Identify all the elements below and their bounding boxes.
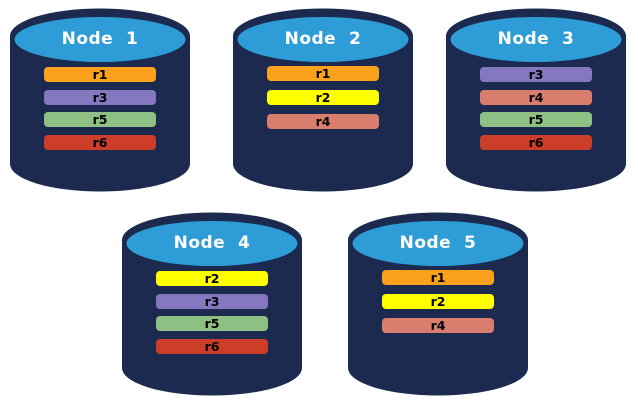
replica-bar-r1: r1	[382, 270, 494, 285]
replica-label: r1	[430, 270, 446, 285]
replica-bar-r4: r4	[267, 114, 379, 129]
node-title: Node 4	[173, 233, 251, 253]
node-1-cylinder: Node 1 r1 r3 r5 r6	[10, 8, 190, 192]
replica-label: r4	[315, 114, 331, 129]
replica-label: r1	[315, 66, 331, 81]
replica-list: r1 r2 r4	[267, 66, 379, 129]
replica-list: r1 r2 r4	[382, 270, 494, 333]
replica-bar-r4: r4	[480, 89, 592, 105]
replica-list: r2 r3 r5 r6	[156, 271, 268, 354]
replica-label: r3	[528, 67, 544, 82]
node-title: Node 1	[61, 29, 139, 49]
node-2-cylinder: Node 2 r1 r2 r4	[233, 8, 413, 192]
replica-label: r2	[315, 90, 331, 105]
replica-label: r4	[430, 318, 446, 333]
node-title: Node 3	[497, 29, 575, 49]
replica-bar-r4: r4	[382, 318, 494, 333]
replica-bar-r2: r2	[382, 294, 494, 309]
node-3-cylinder: Node 3 r3 r4 r5 r6	[446, 8, 626, 192]
replica-bar-r2: r2	[267, 90, 379, 105]
node-title: Node 2	[284, 29, 362, 49]
replica-label: r3	[204, 293, 220, 309]
replica-bar-r5: r5	[480, 112, 592, 127]
replica-bar-r1: r1	[44, 67, 156, 82]
replica-label: r1	[92, 67, 108, 82]
replica-label: r5	[528, 112, 544, 127]
replica-label: r3	[92, 89, 108, 105]
node-4-cylinder: Node 4 r2 r3 r5 r6	[122, 212, 302, 396]
replica-bar-r6: r6	[44, 134, 156, 150]
node-5-cylinder: Node 5 r1 r2 r4	[348, 212, 528, 396]
replica-bar-r3: r3	[44, 89, 156, 105]
replica-label: r2	[204, 271, 220, 286]
replica-bar-r2: r2	[156, 271, 268, 286]
replica-bar-r6: r6	[156, 338, 268, 354]
replica-label: r2	[430, 294, 446, 309]
replica-bar-r3: r3	[156, 293, 268, 309]
replica-label: r5	[92, 112, 108, 127]
replica-label: r4	[528, 89, 544, 105]
replica-bar-r1: r1	[267, 66, 379, 81]
replica-label: r6	[204, 338, 220, 354]
replica-bar-r6: r6	[480, 134, 592, 150]
replica-bar-r5: r5	[156, 316, 268, 331]
replica-bar-r5: r5	[44, 112, 156, 127]
node-title: Node 5	[399, 233, 477, 253]
replica-list: r3 r4 r5 r6	[480, 67, 592, 150]
replica-bar-r3: r3	[480, 67, 592, 82]
replica-list: r1 r3 r5 r6	[44, 67, 156, 150]
replica-label: r5	[204, 316, 220, 331]
replica-label: r6	[528, 134, 544, 150]
replica-label: r6	[92, 134, 108, 150]
